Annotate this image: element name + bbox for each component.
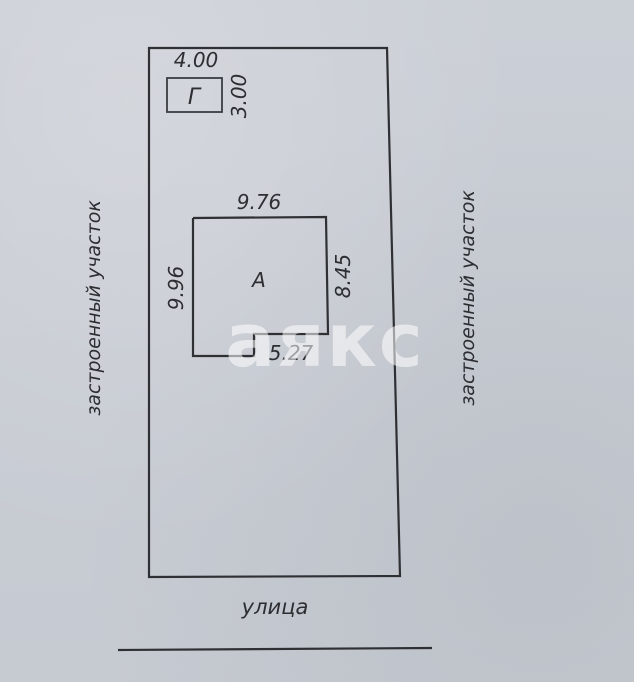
house-top-dimension: 9.76	[237, 190, 282, 214]
garage-depth-dimension: 3.00	[227, 74, 251, 119]
house-label: А	[250, 268, 266, 292]
street-label: улица	[241, 595, 309, 619]
plot-boundary	[147, 46, 402, 579]
right-neighbor-label: застроенный участок	[457, 190, 479, 406]
house-bottom-right-dimension: 5.27	[269, 341, 314, 365]
house-right-dimension: 8.45	[331, 254, 355, 299]
garage-width-dimension: 4.00	[174, 48, 219, 72]
house-outline	[191, 215, 330, 358]
watermark-logo: аякс	[225, 298, 425, 384]
garage-outline	[166, 77, 223, 113]
left-neighbor-label: застроенный участок	[83, 200, 105, 416]
garage-label: Г	[188, 85, 202, 110]
house-left-dimension: 9.96	[164, 266, 188, 311]
street-line	[117, 646, 433, 652]
